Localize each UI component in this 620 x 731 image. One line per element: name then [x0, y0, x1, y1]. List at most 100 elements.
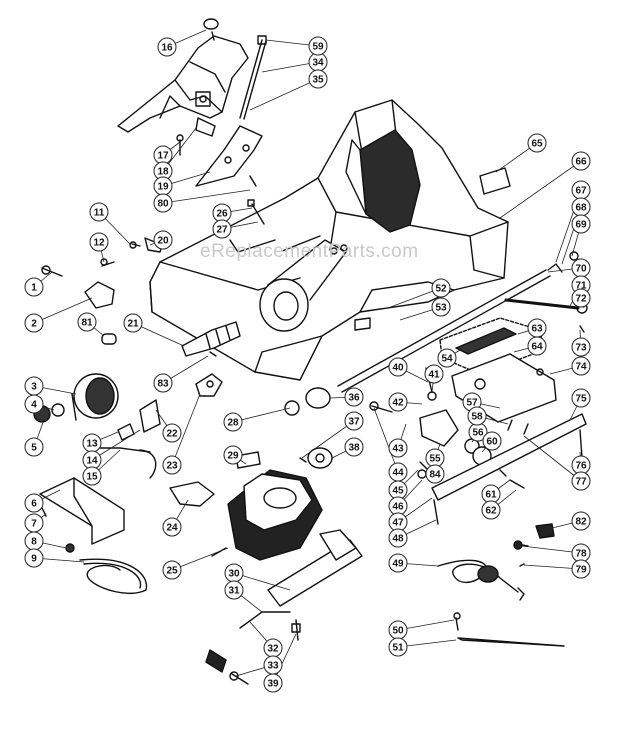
callout-label-83: 83 — [157, 379, 169, 390]
callout-label-40: 40 — [392, 363, 404, 374]
callout-54: 54 — [437, 348, 457, 368]
callout-circle-81 — [77, 312, 97, 332]
callout-label-4: 4 — [31, 400, 37, 411]
callout-label-72: 72 — [575, 294, 587, 305]
callout-circle-59 — [308, 36, 328, 56]
callout-label-41: 41 — [428, 370, 440, 381]
callout-14: 14 — [82, 450, 102, 470]
callout-label-46: 46 — [392, 502, 404, 513]
callout-63: 63 — [527, 318, 547, 338]
leader-line-37 — [301, 420, 355, 459]
callout-label-70: 70 — [575, 264, 587, 275]
callout-60: 60 — [482, 431, 502, 451]
leader-line-30 — [233, 572, 291, 591]
callout-68: 68 — [571, 197, 591, 217]
callout-label-27: 27 — [216, 225, 228, 236]
callout-80: 80 — [153, 193, 173, 213]
callout-52: 52 — [431, 278, 451, 298]
callout-66: 66 — [571, 151, 591, 171]
callout-37: 37 — [344, 411, 364, 431]
callout-label-56: 56 — [472, 428, 484, 439]
callout-label-11: 11 — [94, 208, 105, 219]
callout-76: 76 — [571, 455, 591, 475]
callout-circle-84 — [425, 464, 445, 484]
callout-18: 18 — [153, 161, 173, 181]
callout-17: 17 — [153, 145, 173, 165]
left-small-parts — [33, 237, 241, 594]
callout-label-26: 26 — [216, 209, 228, 220]
callout-circle-60 — [482, 431, 502, 451]
carriage-handle-assembly — [117, 18, 249, 156]
callout-circle-5 — [24, 437, 44, 457]
callout-label-71: 71 — [575, 281, 587, 292]
callout-11: 11 — [89, 202, 109, 222]
callout-label-6: 6 — [31, 499, 37, 510]
callout-circle-41 — [424, 364, 444, 384]
callout-label-57: 57 — [466, 398, 478, 409]
callout-label-28: 28 — [227, 418, 239, 429]
callout-43: 43 — [388, 438, 408, 458]
callout-15: 15 — [82, 466, 102, 486]
callout-label-43: 43 — [392, 444, 404, 455]
callout-label-30: 30 — [228, 569, 240, 580]
callout-35: 35 — [308, 69, 328, 89]
callout-circle-27 — [212, 219, 232, 239]
callout-label-55: 55 — [429, 454, 441, 465]
callout-label-78: 78 — [575, 549, 587, 560]
callout-31: 31 — [224, 580, 244, 600]
callout-label-24: 24 — [166, 523, 178, 534]
callout-circle-65 — [527, 133, 547, 153]
callout-circle-22 — [162, 423, 182, 443]
callout-74: 74 — [571, 356, 591, 376]
callout-label-80: 80 — [157, 199, 169, 210]
callout-5: 5 — [24, 437, 44, 457]
callout-2: 2 — [24, 313, 44, 333]
callout-22: 22 — [162, 423, 182, 443]
callout-label-77: 77 — [575, 477, 587, 488]
callout-label-2: 2 — [31, 319, 37, 330]
callout-28: 28 — [223, 412, 243, 432]
callout-67: 67 — [571, 180, 591, 200]
callout-label-16: 16 — [161, 43, 173, 54]
callout-16: 16 — [157, 37, 177, 57]
callout-label-37: 37 — [348, 417, 360, 428]
callout-34: 34 — [308, 52, 328, 72]
callout-label-25: 25 — [166, 566, 178, 577]
callout-36: 36 — [344, 387, 364, 407]
leader-line-51 — [397, 639, 457, 648]
callout-circle-4 — [24, 394, 44, 414]
callout-62: 62 — [481, 500, 501, 520]
callout-label-38: 38 — [348, 443, 360, 454]
callout-circle-1 — [24, 277, 44, 297]
callout-47: 47 — [388, 512, 408, 532]
callout-circle-58 — [467, 406, 487, 426]
callout-label-60: 60 — [486, 437, 498, 448]
callout-circle-62 — [481, 500, 501, 520]
callout-29: 29 — [223, 445, 243, 465]
callout-circle-20 — [153, 230, 173, 250]
callout-26: 26 — [212, 203, 232, 223]
leader-line-23 — [171, 393, 201, 466]
callout-label-15: 15 — [86, 472, 98, 483]
callout-circle-64 — [527, 336, 547, 356]
callout-24: 24 — [162, 517, 182, 537]
callout-label-52: 52 — [435, 284, 447, 295]
callout-53: 53 — [431, 297, 451, 317]
callout-label-73: 73 — [575, 343, 587, 354]
callout-1: 1 — [24, 277, 44, 297]
callout-label-54: 54 — [441, 354, 453, 365]
callout-label-45: 45 — [392, 486, 404, 497]
parts-illustration — [33, 18, 588, 685]
callout-label-76: 76 — [575, 461, 587, 472]
callout-6: 6 — [24, 493, 44, 513]
callout-30: 30 — [224, 563, 244, 583]
callout-circle-73 — [571, 337, 591, 357]
callout-73: 73 — [571, 337, 591, 357]
leader-line-44 — [373, 407, 399, 473]
callout-32: 32 — [263, 638, 283, 658]
callout-circle-69 — [571, 214, 591, 234]
callout-circle-42 — [388, 392, 408, 412]
callout-84: 84 — [425, 464, 445, 484]
callout-circle-36 — [344, 387, 364, 407]
